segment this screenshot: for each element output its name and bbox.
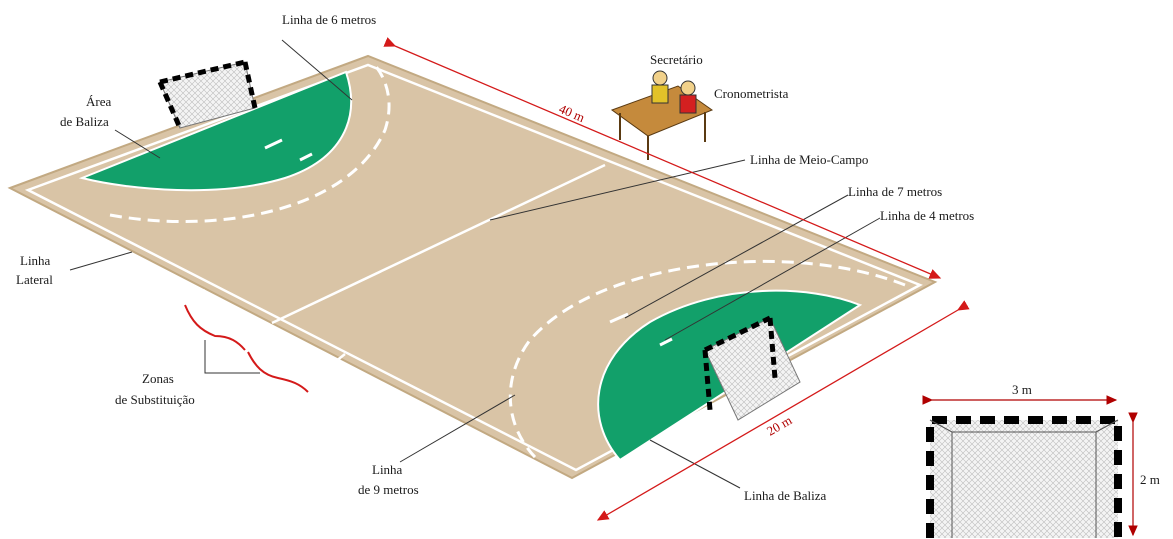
label-zonas-2: de Substituição [115, 392, 195, 407]
label-meio-campo: Linha de Meio-Campo [750, 152, 868, 167]
goal-top [157, 59, 258, 129]
court-floor [7, 54, 938, 480]
label-linha-4m: Linha de 4 metros [880, 208, 974, 223]
label-secretario: Secretário [650, 52, 703, 67]
label-linha-6m: Linha de 6 metros [282, 12, 376, 27]
substitution-tick-2 [334, 353, 346, 363]
label-linha-lateral-1: Linha [20, 253, 51, 268]
four-meter-mark-top [299, 152, 313, 162]
label-goal-width: 3 m [1012, 382, 1032, 397]
label-linha-7m: Linha de 7 metros [848, 184, 942, 199]
label-area-baliza-2: de Baliza [60, 114, 109, 129]
label-cronometrista: Cronometrista [714, 86, 789, 101]
substitution-braces [184, 304, 309, 393]
width-arrow [596, 300, 970, 521]
court [7, 54, 938, 480]
officials-table [610, 70, 714, 160]
label-goal-height: 2 m [1140, 472, 1160, 487]
substitution-tick-1 [194, 289, 206, 299]
label-linha-9m-2: de 9 metros [358, 482, 419, 497]
secretary-figure [652, 70, 668, 86]
label-linha-baliza: Linha de Baliza [744, 488, 827, 503]
label-area-baliza-1: Área [86, 94, 111, 109]
seven-meter-mark-top [264, 138, 283, 150]
label-zonas-1: Zonas [142, 371, 174, 386]
dimension-arrows [383, 37, 970, 521]
label-width: 20 m [764, 412, 794, 438]
goal-area-top [78, 70, 353, 192]
length-arrow [383, 37, 942, 279]
timekeeper-figure [680, 80, 696, 96]
label-linha-9m-1: Linha [372, 462, 403, 477]
label-linha-lateral-2: Lateral [16, 272, 53, 287]
goal-detail-inset [922, 395, 1138, 538]
